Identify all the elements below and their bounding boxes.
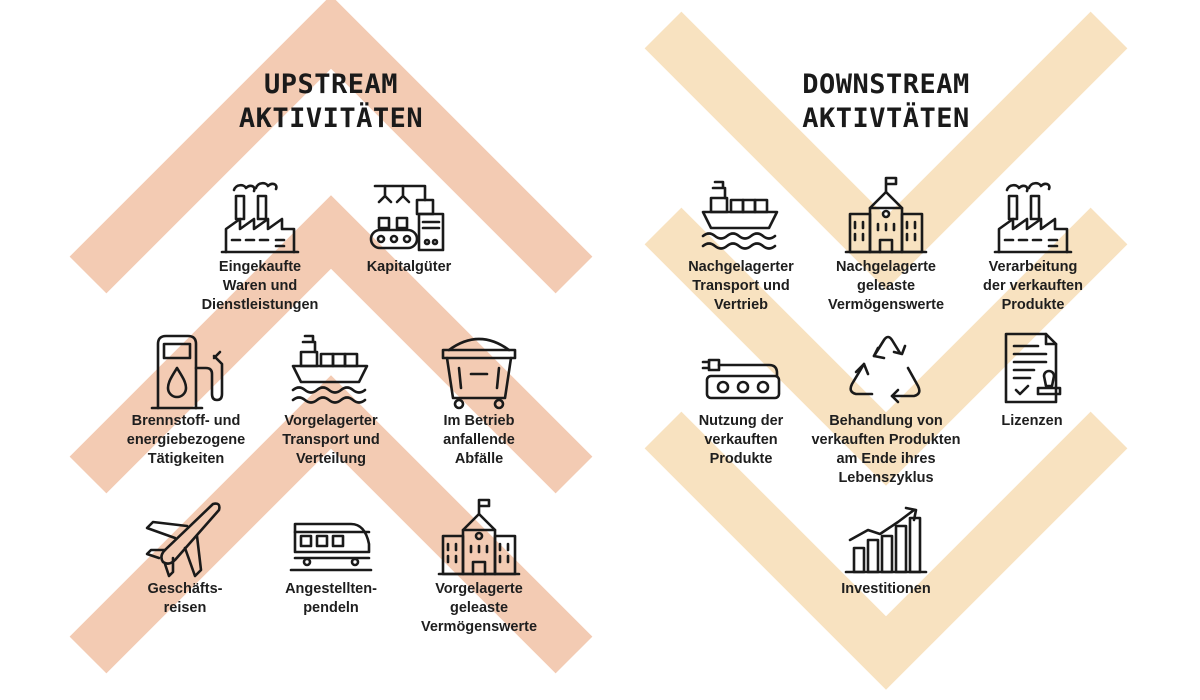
item-label-line: der verkauften: [983, 278, 1083, 294]
item-label-line: Lebenszyklus: [838, 470, 934, 486]
downstream-item-end-of-life: Behandlung von verkauften Produkten am E…: [786, 328, 986, 488]
item-label-line: geleaste: [449, 600, 509, 616]
assembly-machine-icon: [369, 184, 445, 252]
item-label: Nachgelagerte geleaste Vermögenswerte: [786, 258, 986, 315]
item-label-line: Geschäfts-: [147, 581, 223, 597]
recycle-icon: [849, 335, 921, 404]
upstream-title: UPSTREAM AKTIVITÄTEN: [181, 68, 481, 136]
item-label-line: Angestellten-: [285, 581, 377, 597]
item-label: Nachgelagerter Transport und Vertrieb: [641, 258, 841, 315]
cargo-ship-icon: [701, 180, 779, 250]
item-label-line: Transport und: [692, 278, 790, 294]
item-label-line: Produkte: [1001, 297, 1065, 313]
downstream-chevron-3: [644, 411, 1128, 690]
item-label: Vorgelagerte geleaste Vermögenswerte: [379, 580, 579, 637]
downstream-item-use-of-products: Nutzung der verkauften Produkte: [641, 328, 841, 469]
upstream-item-transport: Vorgelagerter Transport und Verteilung: [231, 328, 431, 469]
item-label: Verarbeitung der verkauften Produkte: [933, 258, 1133, 315]
item-label-line: Vorgelagerter: [284, 413, 378, 429]
downstream-item-processing: Verarbeitung der verkauften Produkte: [933, 174, 1133, 315]
item-label-line: Behandlung von: [829, 413, 943, 429]
item-label: Nutzung der verkauften Produkte: [641, 412, 841, 469]
item-label-line: am Ende ihres: [836, 451, 936, 467]
item-label-line: Im Betrieb: [443, 413, 515, 429]
item-label-line: Dienstleistungen: [201, 297, 319, 313]
upstream-item-leased-assets: Vorgelagerte geleaste Vermögenswerte: [379, 496, 579, 637]
item-label: Eingekaufte Waren und Dienstleistungen: [160, 258, 360, 315]
item-label-line: Vermögenswerte: [827, 297, 945, 313]
item-label-line: Transport und: [282, 432, 380, 448]
item-label-line: verkauften: [704, 432, 778, 448]
upstream-title-line: AKTIVITÄTEN: [238, 103, 424, 134]
item-label: Geschäfts- reisen: [85, 580, 285, 618]
item-label-line: energiebezogene: [126, 432, 246, 448]
item-label-line: Vertrieb: [714, 297, 768, 313]
upstream-item-fuel-energy: Brennstoff- und energiebezogene Tätigkei…: [86, 328, 286, 469]
item-label-line: verkauften Produkten: [811, 432, 961, 448]
downstream-item-investments: Investitionen: [786, 496, 986, 599]
item-label: Lizenzen: [932, 412, 1132, 431]
downstream-title: DOWNSTREAM AKTIVTÄTEN: [736, 68, 1036, 136]
item-label-line: Nachgelagerte: [836, 259, 936, 275]
waste-container-icon: [441, 337, 517, 410]
downstream-title-line: AKTIVTÄTEN: [802, 103, 970, 134]
fuel-pump-icon: [150, 334, 224, 410]
item-label-line: Waren und: [222, 278, 298, 294]
downstream-item-transport: Nachgelagerter Transport und Vertrieb: [641, 174, 841, 315]
item-label-line: Kapitalgüter: [366, 259, 452, 275]
item-label-line: Verarbeitung: [988, 259, 1078, 275]
upstream-item-commuting: Angestellten- pendeln: [231, 496, 431, 618]
upstream-item-business-travel: Geschäfts- reisen: [85, 496, 285, 618]
airplane-icon: [145, 502, 221, 578]
item-label-line: geleaste: [856, 278, 916, 294]
item-label-line: Verteilung: [295, 451, 367, 467]
downstream-title-line: DOWNSTREAM: [802, 69, 970, 100]
item-label: Brennstoff- und energiebezogene Tätigkei…: [86, 412, 286, 469]
upstream-item-purchased-goods: Eingekaufte Waren und Dienstleistungen: [160, 174, 360, 315]
item-label-line: Vermögenswerte: [420, 619, 538, 635]
building-icon: [437, 498, 521, 576]
item-label: Vorgelagerter Transport und Verteilung: [231, 412, 431, 469]
item-label-line: Lizenzen: [1001, 413, 1063, 429]
building-icon: [844, 176, 928, 254]
downstream-item-leased-assets: Nachgelagerte geleaste Vermögenswerte: [786, 174, 986, 315]
train-icon: [289, 522, 373, 572]
upstream-item-capital-goods: Kapitalgüter: [309, 174, 509, 277]
upstream-item-waste: Im Betrieb anfallende Abfälle: [379, 328, 579, 469]
item-label-line: Brennstoff- und: [131, 413, 241, 429]
factory-icon: [993, 181, 1073, 254]
item-label-line: Abfälle: [454, 451, 504, 467]
upstream-title-line: UPSTREAM: [263, 69, 399, 100]
item-label-line: pendeln: [303, 600, 359, 616]
item-label-line: Nachgelagerter: [688, 259, 794, 275]
license-document-icon: [1004, 332, 1062, 404]
item-label: Kapitalgüter: [309, 258, 509, 277]
downstream-chevron-2: [644, 207, 1128, 486]
item-label-line: Vorgelagerte: [435, 581, 523, 597]
item-label-line: anfallende: [443, 432, 515, 448]
item-label: Investitionen: [786, 580, 986, 599]
item-label-line: reisen: [163, 600, 207, 616]
item-label: Im Betrieb anfallende Abfälle: [379, 412, 579, 469]
cargo-ship-icon: [291, 334, 369, 404]
growth-chart-icon: [844, 506, 928, 574]
downstream-item-licenses: Lizenzen: [932, 328, 1132, 431]
factory-icon: [220, 181, 300, 254]
item-label-line: Produkte: [709, 451, 773, 467]
item-label-line: Eingekaufte: [218, 259, 302, 275]
item-label: Behandlung von verkauften Produkten am E…: [786, 412, 986, 488]
upstream-chevron-1: [69, 0, 593, 294]
item-label-line: Nutzung der: [698, 413, 784, 429]
item-label: Angestellten- pendeln: [231, 580, 431, 618]
power-strip-icon: [701, 358, 781, 400]
item-label-line: Tätigkeiten: [147, 451, 225, 467]
item-label-line: Investitionen: [841, 581, 931, 597]
